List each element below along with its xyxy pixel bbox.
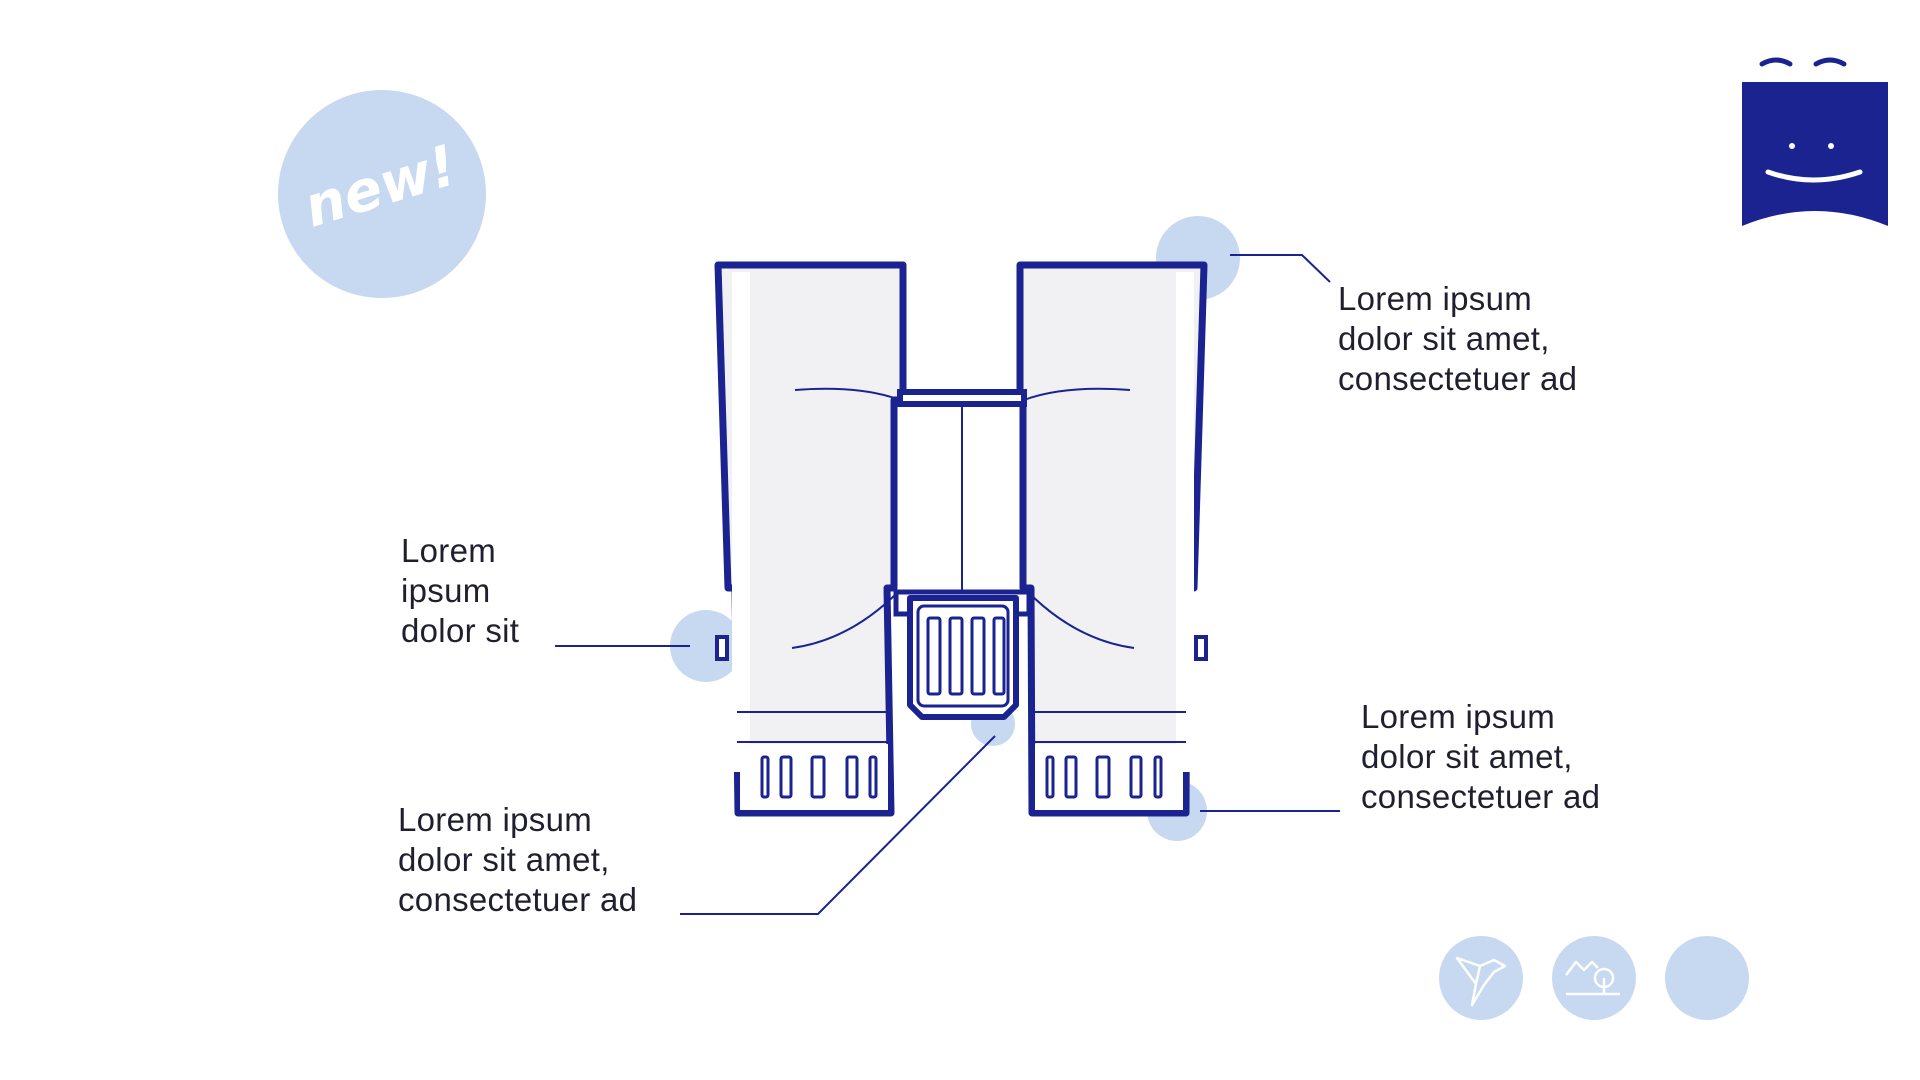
hinge-curve-right-top	[1023, 387, 1131, 401]
callout-bottom-left: Lorem ipsum dolor sit amet, consectetuer…	[398, 800, 637, 920]
callout-left: Lorem ipsum dolor sit	[401, 531, 519, 651]
right-grip-3	[1095, 755, 1111, 799]
logo-flag	[1742, 82, 1888, 226]
leader-line-top-right	[1230, 254, 1331, 283]
left-grip-5	[868, 755, 878, 799]
callout-line: Lorem ipsum	[1361, 698, 1556, 735]
left-grip-2	[779, 755, 793, 799]
logo-eye-right	[1828, 143, 1834, 149]
callout-line: Lorem	[401, 532, 497, 569]
callout-line: consectetuer ad	[1361, 778, 1601, 815]
top-bridge	[897, 389, 1027, 407]
callout-top-right: Lorem ipsum dolor sit amet, consectetuer…	[1338, 279, 1577, 399]
left-barrel-highlight	[732, 272, 750, 772]
focus-grip-3	[970, 616, 986, 696]
footer-icons	[1439, 936, 1749, 1020]
left-grip-1	[760, 755, 770, 799]
landscape-tree-icon-shape	[1565, 960, 1620, 996]
callout-line: Lorem ipsum	[398, 801, 593, 838]
callout-line: consectetuer ad	[1338, 360, 1578, 397]
logo-brow-right	[1813, 57, 1847, 67]
callout-line: dolor sit amet,	[1338, 320, 1550, 357]
callout-line: Lorem ipsum	[1338, 280, 1533, 317]
marker-left	[670, 610, 742, 682]
left-grip-4	[845, 755, 859, 799]
callout-right: Lorem ipsum dolor sit amet, consectetuer…	[1361, 697, 1600, 817]
callout-line: consectetuer ad	[398, 881, 638, 918]
hinge-curve-right-bottom	[1027, 591, 1135, 649]
focus-wheel-inner	[916, 604, 1010, 708]
left-eyepiece	[740, 744, 888, 810]
hinge-curve-left-top	[794, 387, 901, 401]
focus-grip-4	[992, 616, 1006, 696]
right-grip-5	[1153, 755, 1163, 799]
logo-smile	[1765, 169, 1863, 183]
new-badge: new!	[278, 90, 486, 298]
focus-grip-2	[948, 616, 964, 696]
origami-bird-icon-shape	[1455, 956, 1507, 1007]
strap-lug-left	[715, 635, 729, 661]
strap-lug-right	[1194, 635, 1208, 661]
logo-brow-left	[1759, 57, 1793, 67]
origami-bird-icon	[1439, 936, 1523, 1020]
empty-circle-icon	[1665, 936, 1749, 1020]
leader-line-bottom-left	[680, 735, 996, 915]
right-grip-1	[1045, 755, 1055, 799]
focus-grip-1	[926, 616, 942, 696]
hinge-curve-left-bottom	[791, 591, 899, 649]
binoculars-illustration	[714, 261, 1208, 817]
right-grip-2	[1064, 755, 1078, 799]
left-grip-3	[810, 755, 826, 799]
logo-eye-left	[1789, 143, 1795, 149]
new-badge-circle	[278, 90, 486, 298]
callout-line: ipsum	[401, 572, 491, 609]
right-barrel-highlight	[1176, 272, 1194, 772]
right-grip-4	[1129, 755, 1143, 799]
smiling-flag-logo-icon	[1742, 57, 1888, 226]
callout-line: dolor sit amet,	[398, 841, 610, 878]
callout-line: dolor sit	[401, 612, 520, 649]
callout-line: dolor sit amet,	[1361, 738, 1573, 775]
